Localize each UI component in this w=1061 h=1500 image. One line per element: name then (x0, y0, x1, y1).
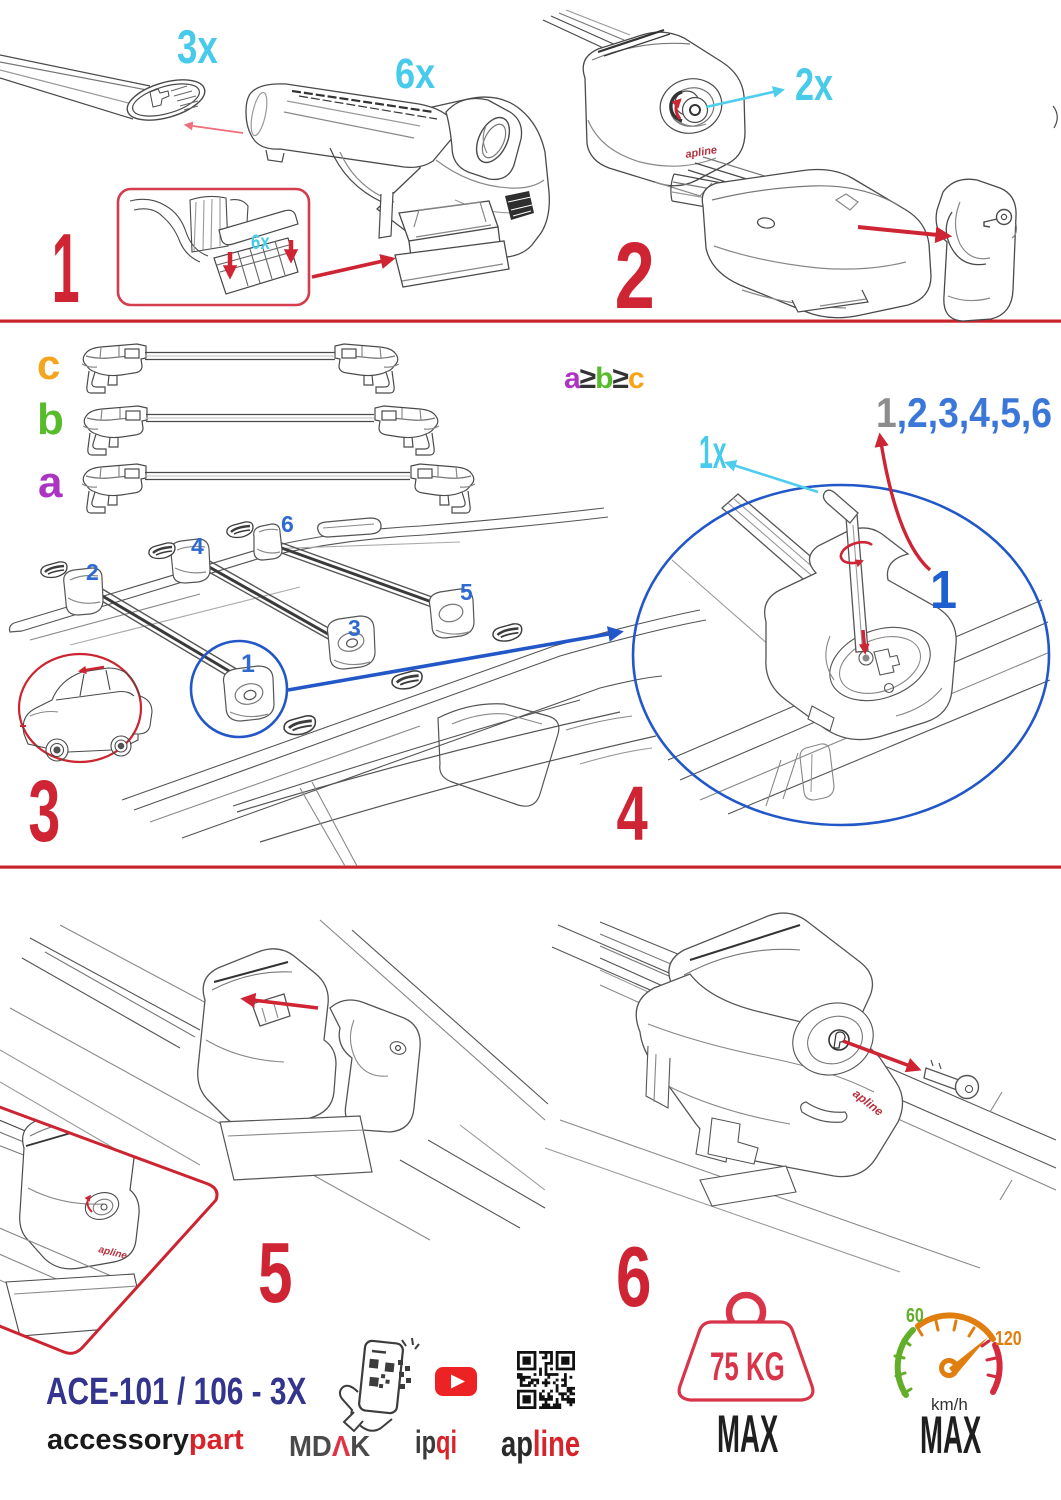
svg-text:ipqi: ipqi (415, 1425, 457, 1460)
svg-text:2: 2 (615, 222, 655, 328)
svg-text:5: 5 (460, 579, 473, 605)
svg-text:1: 1 (52, 215, 80, 323)
svg-text:6x: 6x (395, 50, 435, 98)
svg-text:1,2,3,4,5,6: 1,2,3,4,5,6 (876, 389, 1052, 436)
svg-text:1x: 1x (699, 427, 727, 478)
svg-text:a: a (38, 458, 63, 507)
svg-text:ACE-101 / 106 - 3X: ACE-101 / 106 - 3X (46, 1370, 307, 1412)
svg-text:4: 4 (191, 533, 204, 559)
svg-text:6x: 6x (251, 231, 270, 254)
svg-text:1: 1 (241, 650, 255, 678)
svg-text:5: 5 (258, 1225, 293, 1320)
svg-text:6: 6 (281, 511, 294, 537)
svg-text:120: 120 (995, 1327, 1022, 1349)
svg-text:6: 6 (616, 1229, 651, 1324)
svg-text:a≥b≥c: a≥b≥c (564, 362, 645, 395)
svg-text:accessorypart: accessorypart (47, 1424, 244, 1456)
svg-text:3x: 3x (177, 21, 218, 73)
svg-text:3: 3 (348, 615, 361, 641)
svg-text:MDΛK: MDΛK (289, 1429, 371, 1462)
svg-text:2: 2 (86, 559, 99, 585)
svg-text:4: 4 (617, 771, 649, 857)
svg-text:c: c (37, 341, 60, 388)
svg-text:b: b (37, 395, 64, 444)
svg-text:60: 60 (906, 1304, 924, 1326)
svg-text:km/h: km/h (931, 1395, 968, 1414)
svg-text:apline: apline (501, 1423, 580, 1464)
svg-text:1: 1 (930, 559, 957, 620)
svg-text:apline: apline (685, 144, 718, 161)
svg-text:2x: 2x (795, 61, 833, 111)
svg-text:MAX: MAX (717, 1404, 778, 1463)
svg-text:MAX: MAX (920, 1405, 981, 1464)
svg-text:3: 3 (28, 762, 60, 860)
svg-text:75 KG: 75 KG (710, 1343, 785, 1388)
